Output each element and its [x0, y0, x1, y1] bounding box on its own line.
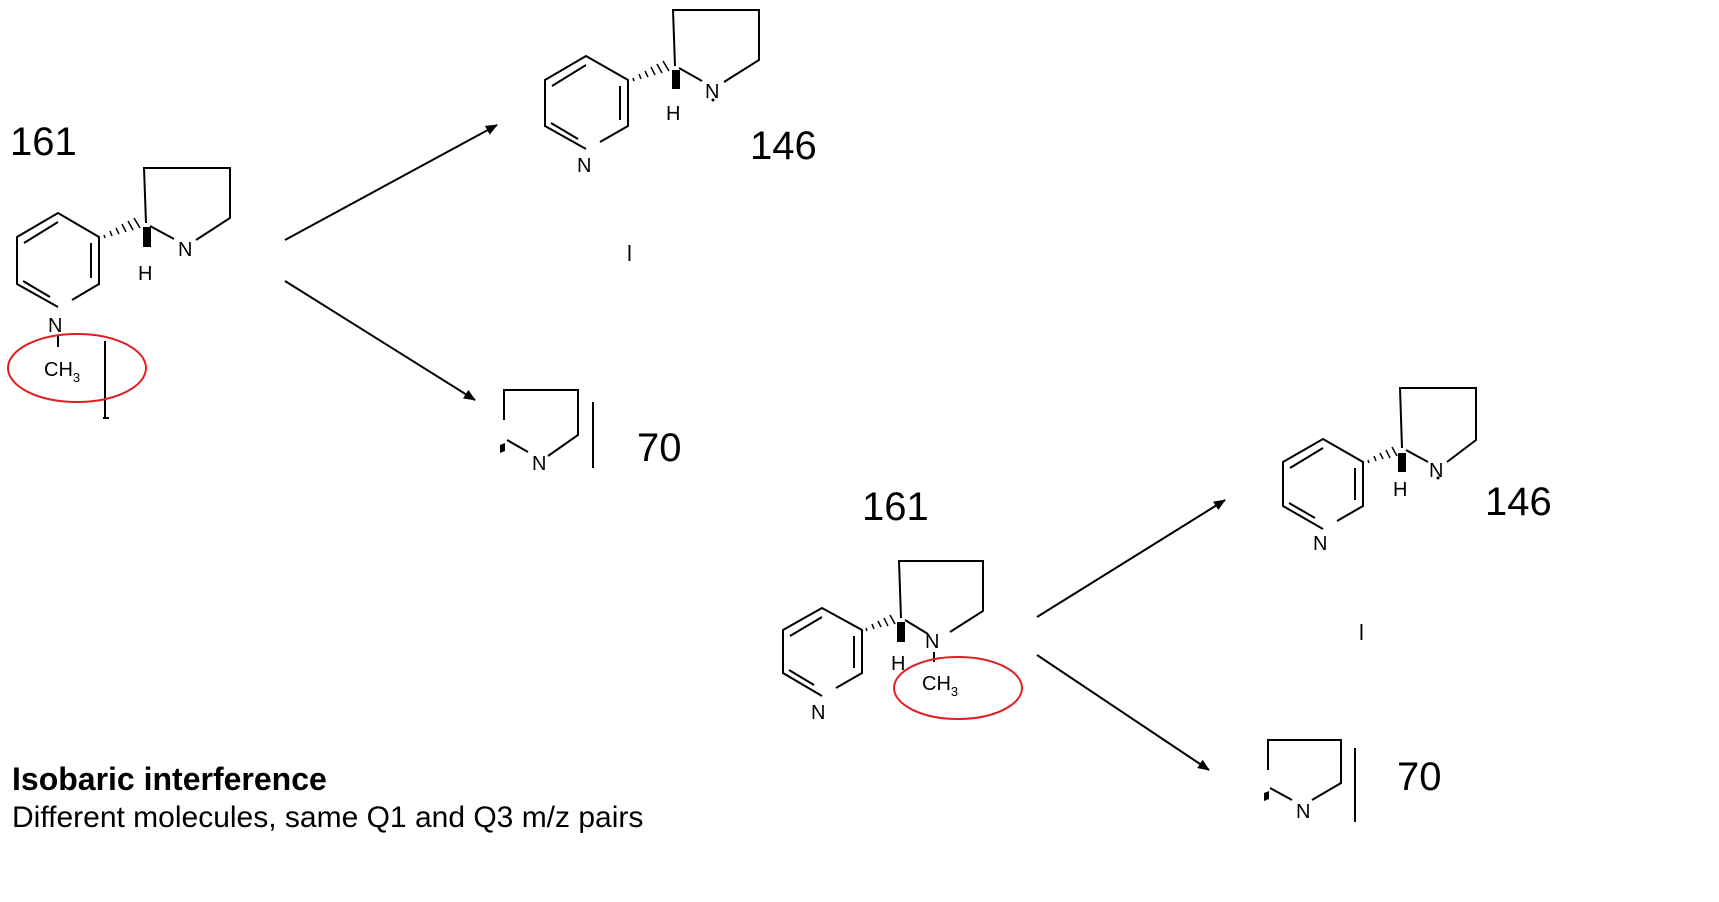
pyrrolidine-ring	[1398, 387, 1477, 463]
fragment-tick-mark: l	[627, 241, 632, 266]
methyl-group-label: CH3	[44, 359, 80, 385]
wedge-stub	[500, 443, 505, 453]
pyridine-nitrogen: N	[48, 315, 62, 337]
caption-title: Isobaric interference	[12, 761, 327, 797]
fragment-mass-label-146-2: 146	[1485, 480, 1552, 524]
pyridine-double-bond	[23, 221, 59, 244]
pyrrolidine-nitrogen: N	[532, 453, 546, 475]
methyl-highlight-ellipse	[7, 333, 147, 403]
pyrrolidine-ring	[671, 9, 760, 83]
caption-text: Different molecules, same Q1 and Q3 m/z …	[12, 801, 644, 835]
pyrrolidine-ring	[142, 167, 231, 241]
arrow-to-fragment-70-1	[284, 280, 476, 401]
bold-wedge-bond	[672, 70, 680, 89]
methyl-highlight-ellipse	[893, 656, 1023, 720]
pyridine-double-bond	[788, 669, 815, 686]
precursor-mass-label-2: 161	[862, 485, 929, 529]
bold-wedge-bond	[897, 622, 905, 642]
pyridine-ring	[16, 211, 100, 308]
pyrrolidine-nitrogen: N	[705, 81, 719, 103]
hashed-wedge-bond	[632, 60, 670, 82]
pyridine-ring	[782, 606, 863, 697]
arrow-to-fragment-146-1	[284, 124, 498, 241]
pyridine-nitrogen: N	[811, 702, 825, 724]
fragment-mass-label-70-1: 70	[637, 426, 682, 470]
molecule-precursor-1	[16, 167, 231, 419]
pyrrolidine-nitrogen: N	[925, 631, 939, 653]
fragment-mass-label-70-2: 70	[1397, 755, 1442, 799]
molecule-precursor-2	[782, 560, 984, 697]
stereo-hydrogen: H	[666, 103, 680, 125]
pyridine-double-bond	[1288, 502, 1316, 519]
pyrrolidine-nitrogen: N	[1429, 460, 1443, 482]
molecule-fragment-70-2	[1264, 739, 1356, 822]
pyridine-double-bond	[550, 122, 579, 140]
wedge-stub	[1264, 791, 1269, 801]
pyridine-ring	[544, 54, 629, 150]
pyridine-double-bond	[551, 64, 587, 87]
pyrrolidine-bond	[678, 67, 703, 82]
hashed-wedge-bond	[103, 217, 141, 239]
molecule-fragment-146-2	[1282, 387, 1477, 530]
pyrrolidine-nitrogen: N	[1296, 801, 1310, 823]
precursor-mass-label-1: 161	[10, 120, 77, 164]
caption-block: Isobaric interference Different molecule…	[12, 760, 1112, 837]
methyl-group-label: CH3	[922, 673, 958, 699]
pyrrolidine-bond	[506, 439, 529, 453]
pyridine-double-bond	[1289, 447, 1324, 469]
pyridine-nitrogen: N	[577, 155, 591, 177]
pyridine-ring	[1282, 437, 1364, 530]
pyridine-nitrogen: N	[1313, 533, 1327, 555]
arrow-to-fragment-70-2	[1036, 654, 1210, 771]
stereo-hydrogen: H	[891, 653, 905, 675]
pyrrolidine-bond	[904, 619, 929, 635]
arrow-to-fragment-146-2	[1036, 499, 1226, 618]
molecule-fragment-146-1	[544, 9, 760, 150]
fragment-tick-mark: l	[1359, 620, 1364, 645]
pyrrolidine-bond	[1405, 449, 1429, 463]
pyrrolidine-ring	[1267, 739, 1342, 801]
pyrrolidine-ring	[897, 560, 984, 633]
stereo-hydrogen: H	[1393, 479, 1407, 501]
fragment-mass-label-146-1: 146	[750, 124, 817, 168]
pyridine-double-bond	[22, 280, 51, 298]
pyrrolidine-bond	[1269, 787, 1293, 801]
hashed-wedge-bond	[865, 614, 896, 632]
nitrogen-dot	[711, 98, 715, 102]
nitrogen-dot	[1436, 476, 1440, 480]
pyrrolidine-ring	[503, 389, 579, 457]
pyrrolidine-bond	[149, 225, 175, 240]
pyrrolidine-nitrogen: N	[178, 239, 192, 261]
bold-wedge-bond	[1398, 453, 1406, 472]
stereo-hydrogen: H	[138, 263, 152, 285]
pyridine-double-bond	[789, 616, 823, 637]
bold-wedge-bond	[143, 227, 151, 247]
molecule-fragment-70-1	[500, 389, 594, 468]
hashed-wedge-bond	[1367, 446, 1398, 464]
